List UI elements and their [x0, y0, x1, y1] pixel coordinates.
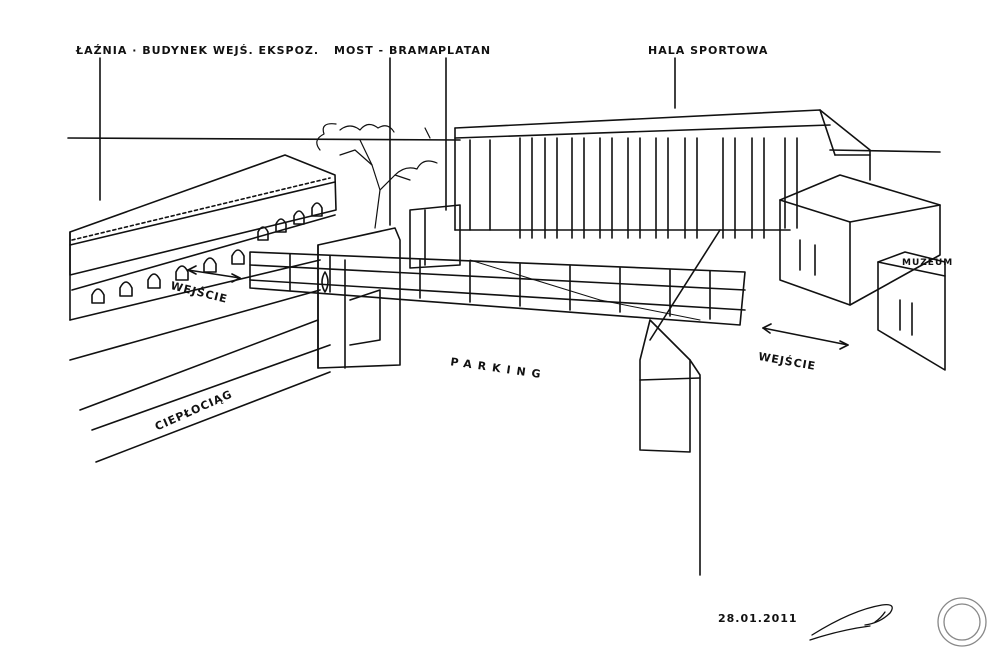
label-plane-tree: PLATAN	[438, 44, 492, 57]
ground-lines	[69, 289, 331, 463]
sports-hall	[454, 109, 871, 239]
plane-tree	[316, 123, 438, 229]
label-sports-hall: HALA SPORTOWA	[648, 44, 769, 57]
horizon-line	[67, 137, 461, 141]
label-baths: ŁAŹNIA · BUDYNEK WEJŚ. EKSPOZ.	[76, 44, 320, 57]
baths-building	[69, 154, 337, 321]
watermark-stamp	[937, 597, 987, 647]
sketch-date: 28.01.2011	[718, 612, 798, 625]
footbridge	[249, 204, 746, 326]
annex-building	[779, 174, 941, 306]
signature	[809, 604, 893, 641]
horizon-line-right	[829, 149, 941, 153]
label-museum: MUZEUM	[902, 258, 954, 268]
bridge-support-right	[639, 229, 721, 576]
bridge-tower	[317, 227, 401, 369]
entrance-arrow-left	[187, 265, 241, 283]
label-bridge: MOST - BRAMA	[334, 44, 439, 57]
museum-building	[877, 251, 946, 371]
entrance-arrow-right	[762, 323, 849, 350]
